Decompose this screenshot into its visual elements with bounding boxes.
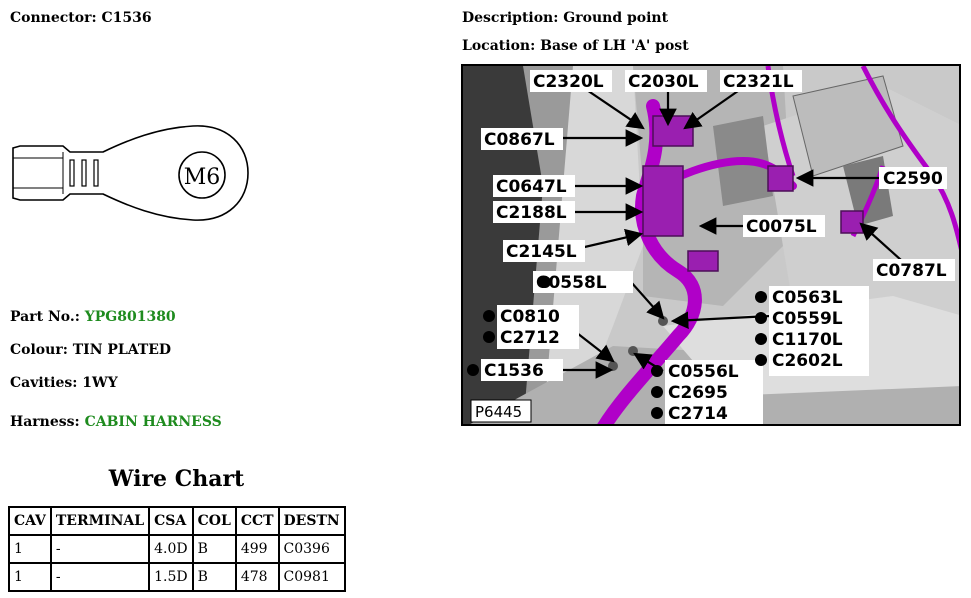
callout-c0787l: C0787L — [876, 261, 947, 281]
callout-c0558l: C0558L — [536, 273, 607, 293]
column-header: CAV — [8, 506, 52, 536]
colour-label: Colour: — [10, 342, 68, 358]
location-photo: C2320L C2030L C2321L C0867L C2590 C0647L… — [461, 64, 961, 426]
callout-c2321l: C2321L — [723, 72, 794, 92]
harness-link[interactable]: CABIN HARNESS — [84, 414, 222, 430]
column-header: COL — [191, 506, 237, 536]
callout-c2030l: C2030L — [628, 72, 699, 92]
wire-chart-title: Wire Chart — [108, 466, 245, 492]
table-cell: C0981 — [277, 562, 346, 592]
table-cell: - — [49, 562, 151, 592]
table-cell: 1.5D — [148, 562, 194, 592]
colour-row: Colour: TIN PLATED — [10, 342, 171, 358]
table-cell: C0396 — [277, 534, 346, 564]
part-number-row: Part No.: YPG801380 — [10, 309, 176, 325]
connector-id: C1536 — [101, 10, 152, 26]
callout-c0559l: C0559L — [772, 309, 843, 329]
table-cell: 1 — [8, 534, 52, 564]
location-label: Location: — [462, 38, 536, 54]
connector-heading: Connector: C1536 — [10, 10, 152, 26]
description-label: Description: — [462, 10, 559, 26]
harness-label: Harness: — [10, 414, 80, 430]
column-header: TERMINAL — [49, 506, 151, 536]
cavities-value: 1WY — [82, 375, 118, 391]
callout-c0563l: C0563L — [772, 288, 843, 308]
ring-terminal-drawing: M6 — [12, 125, 249, 221]
wire-chart-table: CAV TERMINAL CSA COL CCT DESTN 1 - 4.0D … — [8, 506, 346, 592]
table-cell: B — [191, 534, 237, 564]
table-row: 1 - 1.5D B 478 C0981 — [8, 562, 346, 592]
callout-c0075l: C0075L — [746, 217, 817, 237]
table-row: 1 - 4.0D B 499 C0396 — [8, 534, 346, 564]
connector-label: Connector: — [10, 10, 97, 26]
callout-c2712: C2712 — [500, 328, 560, 348]
column-header: DESTN — [277, 506, 346, 536]
callout-c2320l: C2320L — [533, 72, 604, 92]
column-header: CCT — [234, 506, 280, 536]
column-header: CSA — [148, 506, 194, 536]
table-cell: 499 — [234, 534, 280, 564]
callout-c2590: C2590 — [883, 169, 943, 189]
callout-c1536: C1536 — [484, 361, 544, 381]
callout-c1170l: C1170L — [772, 330, 843, 350]
table-header-row: CAV TERMINAL CSA COL CCT DESTN — [8, 506, 346, 536]
part-number-link[interactable]: YPG801380 — [84, 309, 176, 325]
callout-c2188l: C2188L — [496, 203, 567, 223]
table-cell: - — [49, 534, 151, 564]
location-value: Base of LH 'A' post — [540, 38, 689, 54]
callout-c0810: C0810 — [500, 307, 560, 327]
cavities-row: Cavities: 1WY — [10, 375, 118, 391]
callout-c0556l: C0556L — [668, 362, 739, 382]
table-cell: B — [191, 562, 237, 592]
cavities-label: Cavities: — [10, 375, 78, 391]
callout-c2602l: C2602L — [772, 351, 843, 371]
photo-reference: P6445 — [475, 403, 522, 421]
harness-row: Harness: CABIN HARNESS — [10, 414, 222, 430]
callout-c2695: C2695 — [668, 383, 728, 403]
colour-value: TIN PLATED — [72, 342, 172, 358]
terminal-size-label: M6 — [184, 165, 221, 190]
table-cell: 478 — [234, 562, 280, 592]
description-row: Description: Ground point — [462, 10, 668, 26]
callout-c0867l: C0867L — [484, 130, 555, 150]
description-value: Ground point — [563, 10, 669, 26]
table-cell: 1 — [8, 562, 52, 592]
callout-c0647l: C0647L — [496, 177, 567, 197]
callout-c2145l: C2145L — [506, 242, 577, 262]
table-cell: 4.0D — [148, 534, 194, 564]
part-number-label: Part No.: — [10, 309, 80, 325]
location-row: Location: Base of LH 'A' post — [462, 38, 689, 54]
callout-c2714: C2714 — [668, 404, 728, 424]
